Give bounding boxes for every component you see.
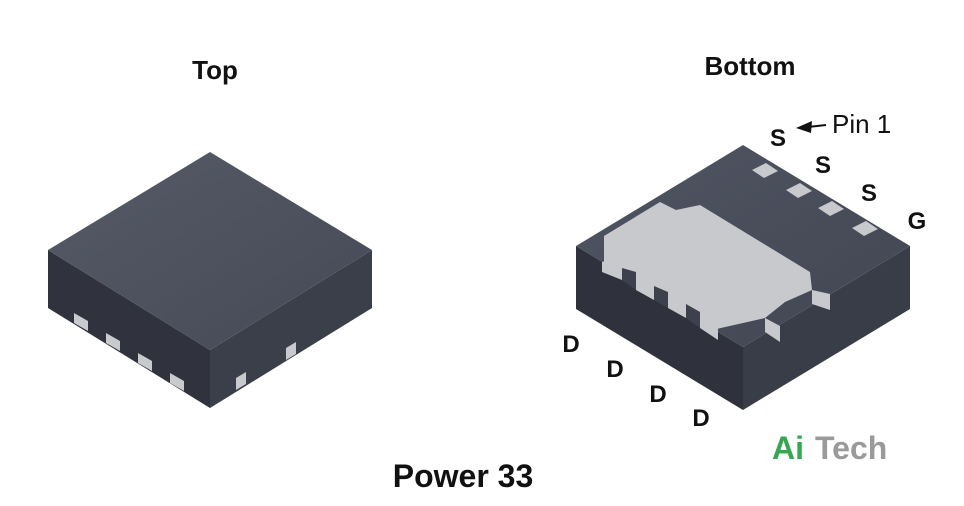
- top-lead-5: [236, 372, 246, 390]
- drain-gap-1: [622, 268, 636, 290]
- drain-side-tab: [812, 290, 830, 310]
- pin1-indicator: [796, 121, 827, 133]
- top-package-top-face: [48, 152, 372, 350]
- pin-label-s2: S: [815, 152, 831, 179]
- drain-finger-3: [668, 292, 686, 318]
- pin-pad-s1: [752, 163, 778, 178]
- drain-gap-2: [654, 286, 668, 308]
- aitech-watermark-logo: Ai Tech: [772, 430, 887, 466]
- top-lead-4: [170, 373, 184, 391]
- top-lead-6: [286, 342, 296, 360]
- pin-label-d1: D: [562, 331, 579, 358]
- drain-finger-1: [602, 256, 622, 280]
- pin-pad-s2: [786, 183, 812, 198]
- top-lead-2: [106, 333, 120, 351]
- exposed-drain-pad: [604, 202, 812, 330]
- pin-label-d4: D: [692, 405, 709, 432]
- top-package-left-face: [48, 250, 210, 408]
- pin-label-s3: S: [861, 180, 877, 207]
- top-package-right-face: [210, 250, 372, 408]
- pin-label-d3: D: [649, 381, 666, 408]
- pin-label-d2: D: [606, 356, 623, 383]
- drain-side-tab-2: [765, 318, 780, 342]
- top-view-package: [48, 152, 372, 408]
- bottom-view-package: [576, 145, 910, 410]
- pin1-label: Pin 1: [832, 109, 891, 139]
- drain-gap-3: [686, 304, 700, 328]
- pin-label-s1: S: [770, 125, 786, 152]
- pin-pad-s3: [818, 201, 844, 216]
- bottom-package-front-face: [576, 246, 743, 410]
- bottom-view-title: Bottom: [705, 51, 796, 81]
- bottom-package-side-face: [743, 246, 910, 410]
- top-view-title: Top: [192, 55, 238, 85]
- top-lead-3: [138, 353, 152, 371]
- pin-label-g: G: [908, 208, 927, 235]
- package-name: Power 33: [393, 458, 534, 494]
- watermark-part-ai: Ai: [772, 430, 804, 466]
- pin1-arrow-head: [796, 121, 812, 133]
- drain-finger-2: [636, 272, 654, 300]
- watermark-part-tech: Tech: [815, 430, 887, 466]
- top-lead-1: [74, 313, 88, 331]
- pin-pad-g: [852, 221, 878, 236]
- drain-finger-4: [700, 312, 718, 340]
